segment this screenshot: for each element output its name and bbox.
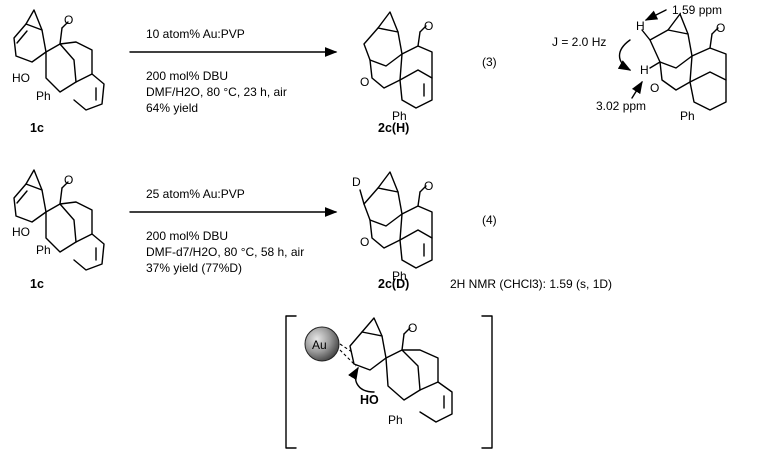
shift-b-pointer <box>631 80 643 99</box>
reagent-4: 25 atom% Au:PVP <box>146 187 245 201</box>
equation-number-4: (4) <box>482 213 497 227</box>
transition-state-structure <box>349 317 453 423</box>
equation-number-3: (3) <box>482 55 497 69</box>
gold-nanoparticle-icon <box>304 326 340 362</box>
substrate-1c-structure-bottom <box>13 169 105 271</box>
deuterium-label: D <box>352 175 361 189</box>
reagent-3: 10 atom% Au:PVP <box>146 27 245 41</box>
substrate-1c-structure-top <box>13 9 105 111</box>
au-olefin-interaction <box>339 343 353 353</box>
deuterium-nmr-data: 2H NMR (CHCl3): 1.59 (s, 1D) <box>450 277 612 291</box>
ts-carbonyl-o-label: O <box>408 321 417 335</box>
inset-ether-o-label: O <box>650 81 659 95</box>
conditions-4-line-2: DMF-d7/H2O, 80 °C, 58 h, air <box>146 245 304 259</box>
carbonyl-o-label-bottom: O <box>64 173 73 187</box>
product-d-ether-o-label: O <box>360 235 369 249</box>
substrate-label-bottom: 1c <box>30 277 44 291</box>
conditions-3-line-2: DMF/H2O, 80 °C, 23 h, air <box>146 85 287 99</box>
coupling-constant: J = 2.0 Hz <box>552 35 606 49</box>
h-atom-b-label: H <box>640 63 649 77</box>
h-atom-a-label: H <box>636 19 645 33</box>
product-o-carbonyl-label: O <box>424 19 433 33</box>
ts-hydroxyl-label: HO <box>360 393 379 407</box>
product-label-2cD: 2c(D) <box>378 277 409 291</box>
product-label-2cH: 2c(H) <box>378 121 409 135</box>
shift-a-value: 1.59 ppm <box>672 3 722 17</box>
ts-phenyl-label: Ph <box>388 413 403 427</box>
coupling-arrow <box>617 39 632 71</box>
shift-a-pointer <box>644 9 667 21</box>
shift-b-value: 3.02 ppm <box>596 99 646 113</box>
conditions-3-line-3: 64% yield <box>146 101 198 115</box>
nmr-inset-structure <box>641 13 727 111</box>
hydroxyl-label-bottom: HO <box>12 225 30 239</box>
inset-phenyl-label: Ph <box>680 109 695 123</box>
transition-state-bracket-left <box>285 315 297 449</box>
product-d-phenyl-label: Ph <box>392 269 407 283</box>
gold-label: Au <box>312 338 327 352</box>
hydroxyl-label: HO <box>12 71 30 85</box>
conditions-3-line-1: 200 mol% DBU <box>146 69 228 83</box>
au-olefin-interaction-2 <box>339 349 357 367</box>
carbonyl-o-label: O <box>64 13 73 27</box>
product-d-o-carbonyl-label: O <box>424 179 433 193</box>
hydroxyl-attack-arrow <box>348 366 375 393</box>
product-2cH-structure <box>363 11 433 109</box>
transition-state-bracket-right <box>481 315 493 449</box>
phenyl-label-bottom: Ph <box>36 243 51 257</box>
phenyl-label: Ph <box>36 89 51 103</box>
substrate-label-top: 1c <box>30 121 44 135</box>
conditions-4-line-1: 200 mol% DBU <box>146 229 228 243</box>
product-phenyl-label: Ph <box>392 109 407 123</box>
inset-o-carbonyl-label: O <box>716 21 725 35</box>
product-2cD-structure <box>359 171 433 269</box>
conditions-4-line-3: 37% yield (77%D) <box>146 261 242 275</box>
product-ether-o-label: O <box>360 75 369 89</box>
